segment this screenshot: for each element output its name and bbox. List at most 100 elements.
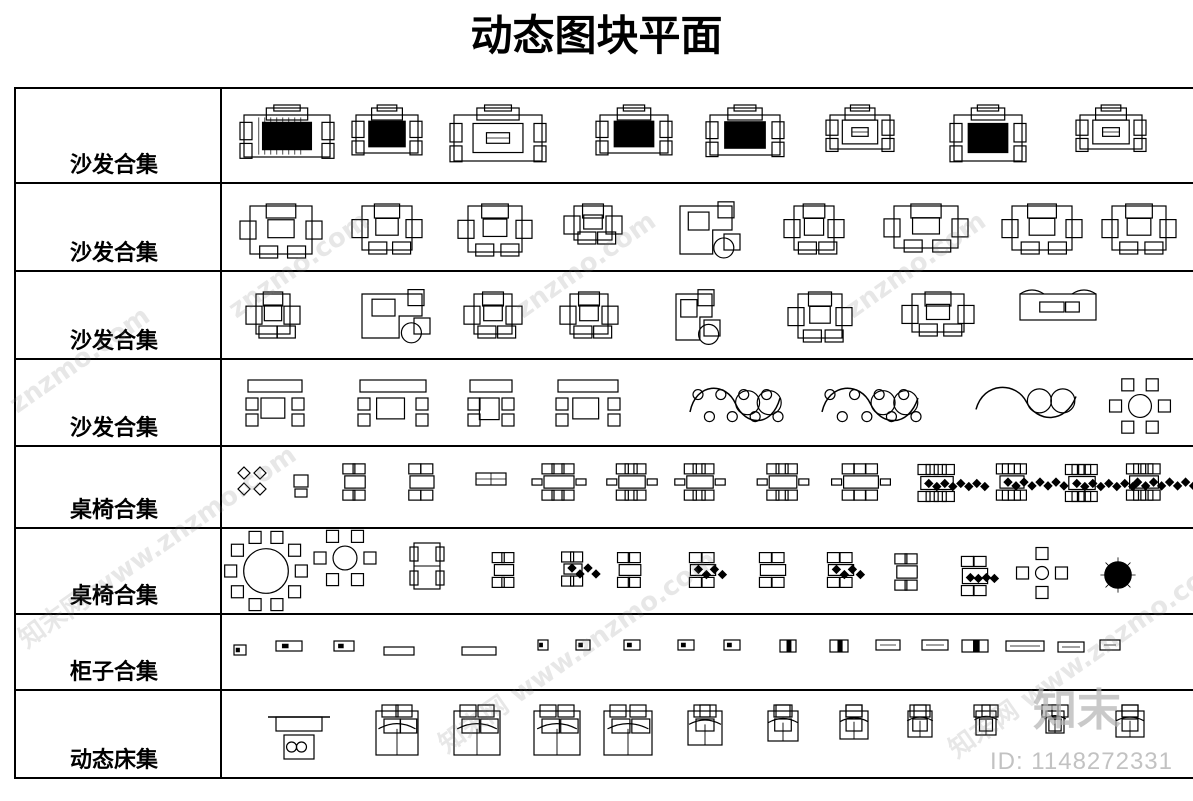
cabinet-row (220, 613, 1193, 691)
cabinet-symbol-svg (233, 644, 247, 656)
table-chair-symbol-svg (1125, 463, 1193, 501)
bed-plan-symbol (446, 701, 508, 763)
sofa-plan-symbol-svg (245, 379, 305, 427)
sofa-plan-symbol (351, 104, 423, 163)
grid-divider (220, 87, 222, 777)
table-chair-symbol-svg (606, 463, 658, 501)
table-chair-symbol-svg (408, 463, 435, 501)
sofa-plan-symbol-svg (245, 291, 301, 339)
table-chair-symbol-svg (409, 542, 445, 590)
sofa-plan-symbol-svg (675, 289, 721, 345)
cabinet-symbol (1098, 639, 1122, 651)
cabinet-symbol (230, 641, 250, 659)
sofa-plan-symbol (559, 286, 619, 342)
row-label: 沙发合集 (70, 329, 159, 354)
cabinet-symbol-svg (829, 639, 849, 653)
cabinet-symbol-svg (875, 639, 901, 651)
table-chair-symbol-svg (1064, 463, 1138, 503)
cabinet-symbol-svg (921, 639, 949, 651)
cabinet-symbol-svg (537, 639, 549, 651)
table-chair-symbol (606, 463, 658, 501)
row-label: 桌椅合集 (70, 498, 159, 523)
table-chair-symbol (1015, 546, 1069, 600)
table-chair-symbol-svg (894, 553, 918, 591)
sofa-plan-symbol (1001, 198, 1083, 258)
table-chair-symbol-svg (688, 551, 728, 588)
table-chair-row-2 (220, 527, 1193, 615)
sofa-plan-symbol-svg (705, 104, 785, 158)
catalog-grid: 沙发合集 沙发合集 沙发合集 沙发合集 桌椅合集 桌椅合集 柜子合集 动态床集 (14, 87, 1193, 779)
table-chair-symbol (752, 551, 794, 588)
table-chair-symbol (820, 551, 866, 588)
sofa-plan-symbol-svg (463, 291, 523, 339)
bed-plan-symbol-svg (375, 704, 419, 756)
cabinet-symbol (1056, 641, 1086, 653)
sofa-plan-symbol (245, 286, 301, 342)
bed-plan-symbol (596, 701, 660, 763)
sofa-plan-symbol (672, 198, 746, 262)
cabinet-symbol-svg (333, 640, 355, 652)
sofa-plan-symbol (449, 104, 547, 171)
cabinet-symbol (776, 639, 800, 653)
sofa-plan-symbol-svg (357, 379, 429, 427)
sofa-plan-symbol-svg (1019, 289, 1097, 321)
grid-left-border (14, 87, 16, 777)
table-chair-symbol-svg (960, 555, 1000, 597)
cabinet-symbol-svg (275, 640, 303, 652)
table-chair-symbol-svg (917, 463, 990, 503)
row-label: 动态床集 (70, 748, 159, 773)
table-chair-symbol (674, 463, 726, 501)
cabinet-symbol (454, 641, 504, 659)
table-chair-symbol-svg (826, 551, 866, 588)
bed-plan-symbol-svg (453, 704, 501, 756)
sofa-plan-symbol (825, 104, 895, 159)
cabinet-symbol-svg (723, 639, 741, 651)
table-chair-symbol-svg (756, 463, 810, 501)
bed-plan-symbol (1108, 701, 1152, 745)
table-chair-symbol-svg (758, 551, 787, 588)
table-chair-symbol (402, 463, 442, 501)
row-label-cell: 沙发合集 (14, 358, 220, 447)
cabinet-symbol-svg (961, 639, 989, 653)
table-chair-symbol (292, 465, 310, 499)
cabinet-symbol (958, 639, 992, 653)
bed-plan-symbol (900, 701, 940, 745)
sofa-row-3 (220, 270, 1193, 360)
sofa-plan-symbol-svg (1101, 203, 1177, 255)
sofa-plan-symbol-svg (555, 379, 621, 427)
sofa-plan-symbol (354, 286, 436, 346)
sofa-plan-symbol (1101, 198, 1177, 258)
cabinet-symbol (826, 639, 852, 653)
sofa-plan-symbol (1108, 378, 1172, 434)
sofa-plan-symbol (1075, 104, 1147, 159)
table-chair-symbol-svg (1100, 557, 1136, 593)
sofa-plan-symbol-svg (351, 104, 423, 156)
cabinet-symbol-svg (623, 639, 641, 651)
row-label: 桌椅合集 (70, 584, 159, 609)
table-chair-symbol-svg (342, 463, 366, 501)
sofa-row-4-symbols (220, 358, 1193, 445)
bed-plan-symbol-svg (268, 716, 330, 760)
sofa-plan-symbol (563, 198, 623, 248)
bed-plan-symbol (268, 705, 330, 763)
sofa-plan-symbol (352, 372, 434, 430)
sofa-row-4 (220, 358, 1193, 447)
table-chair-symbol (338, 463, 372, 501)
sofa-plan-symbol-svg (679, 201, 741, 259)
row-label-cell: 动态床集 (14, 689, 220, 779)
cabinet-symbol-svg (779, 639, 797, 653)
bed-plan-symbol-svg (603, 704, 653, 756)
sofa-plan-symbol (457, 198, 533, 260)
cabinet-symbol-svg (1057, 641, 1085, 653)
bed-plan-symbol (368, 701, 426, 763)
sofa-plan-symbol-svg (239, 203, 323, 259)
sofa-plan-symbol-svg (595, 104, 673, 156)
bed-plan-symbol-svg (1041, 704, 1069, 734)
cabinet-symbol (534, 639, 552, 651)
table-chair-symbol (1060, 463, 1138, 503)
sofa-plan-symbol-svg (457, 203, 533, 257)
table-chair-row-2-symbols (220, 527, 1193, 613)
sofa-plan-symbol-svg (559, 291, 619, 339)
row-label: 柜子合集 (70, 660, 159, 685)
sofa-plan-symbol (239, 198, 323, 262)
